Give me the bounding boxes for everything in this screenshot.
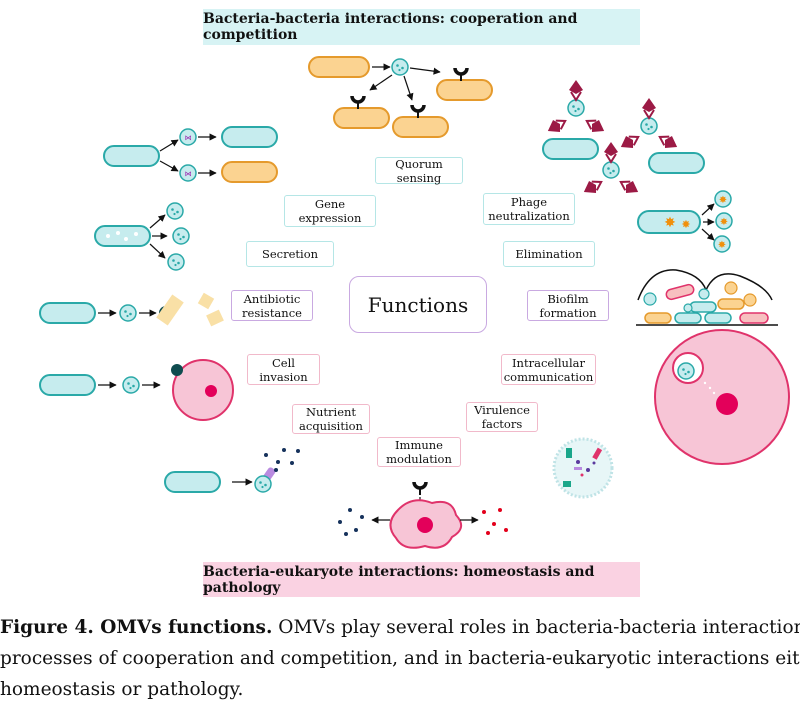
label-elimination: Elimination xyxy=(503,241,595,267)
functions-center-box: Functions xyxy=(349,276,487,333)
figure-illustration: ⋈ ⋈ xyxy=(39,56,790,549)
svg-text:✸: ✸ xyxy=(720,217,728,228)
caption-line-1-text: OMVs play several roles in bacteria-bact… xyxy=(272,617,800,638)
caption-line-2: processes of cooperation and competition… xyxy=(0,648,800,669)
bacterium-teal xyxy=(39,374,96,396)
gene-expression-illustration: ⋈ ⋈ xyxy=(103,126,278,183)
bacterium-teal xyxy=(648,152,705,174)
svg-text:⋈: ⋈ xyxy=(185,170,192,178)
bacterium-orange xyxy=(392,116,449,138)
elimination-illustration: ✸ ✸ ✸ ✸ ✸ xyxy=(637,190,733,253)
quorum-sensing-illustration xyxy=(308,56,493,138)
label-secretion: Secretion xyxy=(246,241,334,267)
secretion-illustration xyxy=(94,202,190,271)
svg-text:✸: ✸ xyxy=(718,240,726,251)
phage-neutralization-illustration xyxy=(542,79,705,200)
label-intracellular-communication: Intracellular communication xyxy=(501,354,596,385)
bacterium-orange xyxy=(308,56,370,78)
bacterium-teal xyxy=(94,225,151,247)
svg-text:✸: ✸ xyxy=(719,195,727,206)
label-virulence-factors: Virulence factors xyxy=(466,402,538,432)
bacterium-orange xyxy=(436,79,493,101)
label-antibiotic-resistance: Antibiotic resistance xyxy=(231,290,313,321)
label-nutrient-acquisition: Nutrient acquisition xyxy=(292,404,370,434)
bacterium-teal xyxy=(221,126,278,148)
figure-caption: Figure 4. OMVs functions. OMVs play seve… xyxy=(0,612,800,705)
biofilm-formation-illustration xyxy=(636,269,778,326)
bacterium-teal xyxy=(637,210,701,234)
bacterium-orange xyxy=(333,107,390,129)
bacterium-teal xyxy=(39,302,96,324)
svg-text:✸: ✸ xyxy=(664,215,676,231)
label-gene-expression: Gene expression xyxy=(284,195,376,227)
immune-modulation-illustration xyxy=(338,480,508,549)
label-cell-invasion: Cell invasion xyxy=(247,354,320,385)
svg-text:✸: ✸ xyxy=(681,218,690,231)
bacterium-orange xyxy=(221,161,278,183)
label-immune-modulation: Immune modulation xyxy=(377,437,461,467)
label-phage-neutralization: Phage neutralization xyxy=(483,193,575,225)
eukaryotic-cell xyxy=(172,359,234,421)
banner-bacteria-bacteria: Bacteria-bacteria interactions: cooperat… xyxy=(203,9,640,45)
bacterium-teal xyxy=(164,471,221,493)
bacterium-teal xyxy=(542,138,599,160)
cell-invasion-illustration xyxy=(39,359,234,421)
banner-bacteria-eukaryote: Bacteria-eukaryote interactions: homeost… xyxy=(203,562,640,597)
svg-text:⋈: ⋈ xyxy=(185,134,192,142)
antibiotic-resistance-illustration xyxy=(39,292,224,327)
intracellular-communication-illustration xyxy=(654,329,790,465)
caption-line-3: homeostasis or pathology. xyxy=(0,679,244,700)
nutrient-acquisition-illustration xyxy=(164,448,300,493)
caption-line-1: Figure 4. OMVs functions. OMVs play seve… xyxy=(0,612,800,643)
virulence-factors-illustration xyxy=(552,437,614,499)
label-biofilm-formation: Biofilm formation xyxy=(527,290,609,321)
label-quorum-sensing: Quorum sensing xyxy=(375,157,463,185)
bacterium-teal xyxy=(103,145,160,167)
caption-figure-label: Figure 4. OMVs functions. xyxy=(0,617,273,638)
